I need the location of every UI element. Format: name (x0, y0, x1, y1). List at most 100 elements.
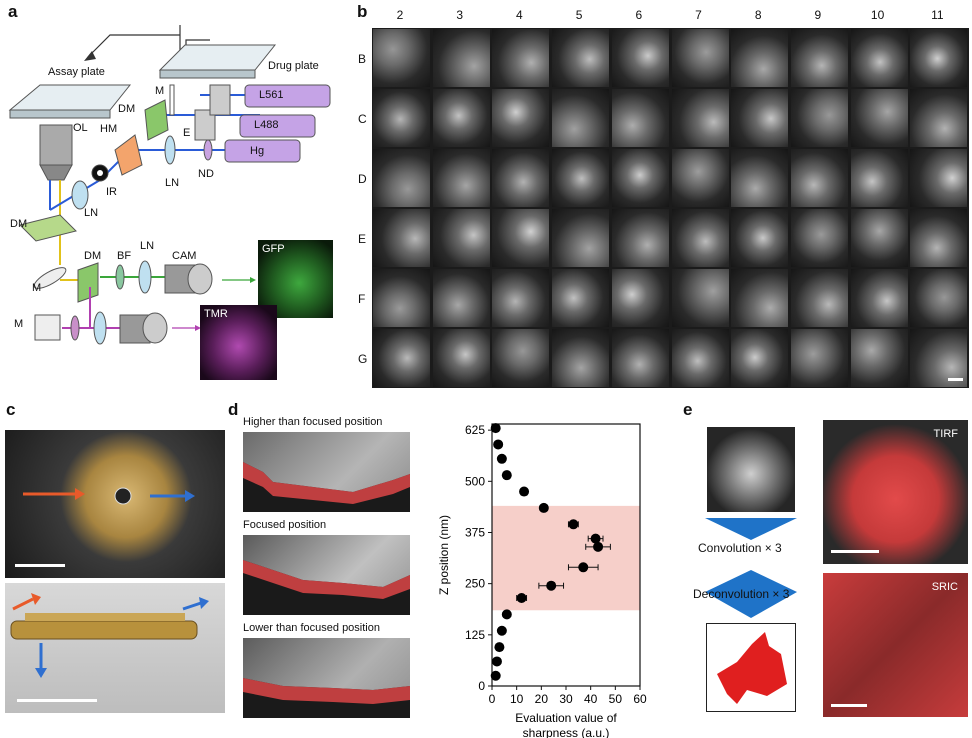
data-point (501, 609, 512, 620)
well-tile (373, 149, 430, 207)
laser-l561 (244, 84, 331, 108)
panel-b-letter: b (357, 2, 368, 21)
well-tile (492, 29, 550, 87)
well-tile (373, 329, 430, 387)
well-tile (731, 29, 789, 87)
well-tile (611, 89, 669, 147)
well-tile (432, 209, 490, 267)
label-ln-lower: LN (140, 240, 155, 252)
label-dm-upper: DM (118, 103, 136, 115)
label-ln-left: LN (84, 207, 99, 219)
grid-column-label: 11 (931, 8, 944, 22)
well-tile (552, 329, 610, 387)
y-tick-label: 0 (478, 679, 485, 693)
well-tile (373, 209, 430, 267)
data-point (578, 562, 589, 573)
data-point (516, 592, 527, 603)
well-tile (552, 209, 610, 267)
label-e: E (183, 127, 191, 139)
side-outflow-arrow (182, 601, 202, 611)
y-tick-label: 125 (465, 628, 485, 642)
chamber-top-photo (5, 430, 225, 578)
y-tick-label: 625 (465, 423, 485, 437)
side-inflow-arrow (12, 597, 34, 611)
well-tile (492, 269, 550, 327)
well-tile (910, 149, 968, 207)
data-point (519, 486, 530, 497)
well-tile (552, 29, 610, 87)
well-tile (850, 29, 908, 87)
gfp-label: GFP (262, 243, 285, 255)
well-tile (671, 269, 729, 327)
half-mirror-icon (114, 134, 143, 176)
label-l488: L488 (254, 119, 279, 131)
grid-row-label: G (358, 352, 368, 366)
grid-column-label: 9 (814, 8, 822, 22)
well-tile (432, 29, 490, 87)
well-tile (611, 209, 669, 267)
lens-icon (71, 180, 89, 210)
well-tile (790, 329, 848, 387)
well-tile (850, 329, 908, 387)
well-tile (552, 149, 610, 207)
well-image-grid (372, 28, 969, 388)
assay-plate-icon (8, 84, 132, 111)
grid-row-label: B (358, 52, 367, 66)
grid-column-label: 7 (695, 8, 702, 22)
grid-column-label: 6 (635, 8, 643, 22)
panel-d-letter: d (228, 400, 239, 419)
data-point (490, 670, 501, 681)
well-tile (492, 209, 550, 267)
well-tile (611, 329, 669, 387)
well-tile (373, 269, 430, 327)
well-tile (671, 209, 729, 267)
well-tile (671, 149, 729, 207)
data-point (496, 453, 507, 464)
well-tile (910, 269, 968, 327)
grid-row-label: F (358, 292, 366, 306)
dichroic-mirror-icon (19, 214, 77, 242)
well-tile (492, 329, 550, 387)
well-tile (432, 329, 490, 387)
grid-column-label: 2 (396, 8, 404, 22)
caption-higher: Higher than focused position (243, 416, 383, 428)
focus-image-lower (243, 638, 410, 718)
well-tile (373, 89, 430, 147)
laser-l488 (239, 114, 316, 138)
well-tile (731, 329, 789, 387)
x-tick-label: 50 (609, 692, 623, 706)
well-tile (552, 89, 610, 147)
chamber-side-photo (5, 583, 225, 713)
grid-scale-bar (948, 378, 963, 381)
well-tile (790, 149, 848, 207)
x-tick-label: 0 (489, 692, 496, 706)
x-tick-label: 10 (510, 692, 524, 706)
tmr-label: TMR (204, 308, 228, 320)
focus-image-higher (243, 432, 410, 512)
x-tick-label: 40 (584, 692, 598, 706)
label-ol: OL (73, 122, 88, 134)
transfer-arrowhead (84, 51, 96, 61)
sric-label: SRIC (931, 581, 958, 593)
grid-column-label: 3 (456, 8, 464, 22)
label-dm-left: DM (10, 218, 28, 230)
drug-plate-icon (158, 44, 277, 71)
well-tile (432, 149, 490, 207)
well-tile (432, 269, 490, 327)
data-point (593, 541, 604, 552)
input-cell-image (707, 427, 795, 512)
label-dm-lower: DM (84, 250, 102, 262)
sric-image: SRIC (823, 573, 968, 717)
mask-output-image (706, 623, 796, 712)
x-tick-label: 30 (559, 692, 573, 706)
caption-focused: Focused position (243, 519, 327, 531)
tirf-image: TIRF (823, 420, 968, 564)
tirf-label: TIRF (933, 428, 958, 440)
tmr-image: TMR (200, 305, 277, 380)
assay-plate-label: Assay plate (48, 66, 105, 78)
label-l561: L561 (259, 89, 284, 101)
well-tile (910, 89, 968, 147)
data-point (493, 439, 504, 450)
x-tick-label: 60 (633, 692, 647, 706)
